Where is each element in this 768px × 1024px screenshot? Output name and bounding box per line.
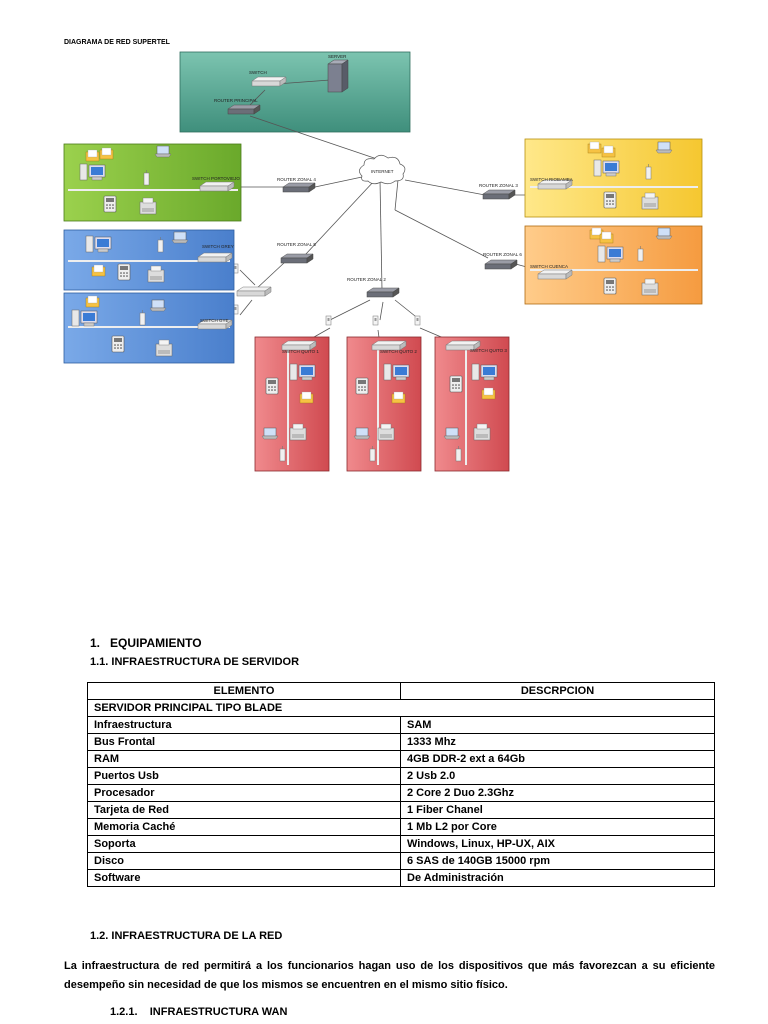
router-zonal-5-label: ROUTER ZONAL 5 bbox=[277, 242, 316, 247]
section-heading-infra-red: 1.2. INFRAESTRUCTURA DE LA RED bbox=[90, 930, 283, 942]
table-cell-element: Soporta bbox=[87, 835, 401, 853]
switch-quito-1-label: SWITCH QUITO 1 bbox=[282, 349, 319, 354]
table-cell-element: Software bbox=[87, 869, 401, 887]
table-cell-element: Procesador bbox=[87, 784, 401, 802]
section-heading-infra-wan: 1.2.1. INFRAESTRUCTURA WAN bbox=[110, 1006, 288, 1018]
table-cell-description: 2 Core 2 Duo 2.3Ghz bbox=[400, 784, 715, 802]
table-cell-element: Puertos Usb bbox=[87, 767, 401, 785]
table-cell-description: 6 SAS de 140GB 15000 rpm bbox=[400, 852, 715, 870]
table-cell-description: 2 Usb 2.0 bbox=[400, 767, 715, 785]
zone-gye: SWITCH GYE bbox=[63, 292, 235, 364]
zone-quito-3: SWITCH QUITO 3 bbox=[434, 336, 510, 472]
table-cell-description: 1333 Mhz bbox=[400, 733, 715, 751]
router-zonal-6-label: ROUTER ZONAL 6 bbox=[483, 252, 522, 257]
switch-gye-label: SWITCH GYE bbox=[200, 318, 229, 323]
router-zonal-3-label: ROUTER ZONAL 3 bbox=[479, 183, 518, 188]
router-zonal-4-label: ROUTER ZONAL 4 bbox=[277, 177, 316, 182]
table-group-label: SERVIDOR PRINCIPAL TIPO BLADE bbox=[87, 699, 715, 717]
table-cell-element: Disco bbox=[87, 852, 401, 870]
server-spec-table: ELEMENTO DESCRPCION SERVIDOR PRINCIPAL T… bbox=[87, 682, 715, 887]
table-cell-description: 1 Mb L2 por Core bbox=[400, 818, 715, 836]
table-header-row: ELEMENTO DESCRPCION bbox=[87, 682, 715, 700]
zone-quito-1: SWITCH QUITO 1 bbox=[254, 336, 330, 472]
zone-quito-2: SWITCH QUITO 2 bbox=[346, 336, 422, 472]
server-icon bbox=[327, 59, 349, 93]
table-cell-description: 4GB DDR-2 ext a 64Gb bbox=[400, 750, 715, 768]
connection-lines bbox=[239, 115, 546, 346]
switch-quito-2-label: SWITCH QUITO 2 bbox=[380, 349, 417, 354]
router-principal-label: ROUTER PRINCIPAL bbox=[214, 98, 258, 103]
server-label: SERVER bbox=[328, 54, 347, 59]
table-header-elemento: ELEMENTO bbox=[87, 682, 401, 700]
table-group-row: SERVIDOR PRINCIPAL TIPO BLADE bbox=[87, 699, 715, 717]
zone-portoviejo: SWITCH PORTOVIEJO bbox=[63, 143, 242, 222]
zone-riobamba: SWITCH RIOBAMBA bbox=[524, 138, 703, 218]
table-cell-element: Tarjeta de Red bbox=[87, 801, 401, 819]
zone-cuenca: SWITCH CUENCA bbox=[524, 225, 703, 305]
table-cell-element: Memoria Caché bbox=[87, 818, 401, 836]
switch-label: SWITCH bbox=[249, 70, 267, 75]
switch-quito-3-label: SWITCH QUITO 3 bbox=[470, 348, 507, 353]
diagram-title: DIAGRAMA DE RED SUPERTEL bbox=[64, 39, 170, 46]
section-heading-infra-servidor: 1.1. INFRAESTRUCTURA DE SERVIDOR bbox=[90, 656, 300, 668]
switch-grey-label: SWITCH GREY bbox=[202, 244, 234, 249]
section-heading-equipamiento: 1. EQUIPAMIENTO bbox=[90, 636, 202, 650]
switch-cuenca-label: SWITCH CUENCA bbox=[530, 264, 568, 269]
table-cell-description: De Administración bbox=[400, 869, 715, 887]
switch-portoviejo-label: SWITCH PORTOVIEJO bbox=[192, 176, 240, 181]
internet-cloud-icon: INTERNET bbox=[359, 154, 406, 185]
body-paragraph: La infraestructura de red permitirá a lo… bbox=[64, 960, 715, 991]
network-diagram: SWITCH SERVER ROUTER PRINCIPAL INTERNET … bbox=[63, 51, 703, 472]
table-cell-element: Bus Frontal bbox=[87, 733, 401, 751]
zone-grey: SWITCH GREY bbox=[63, 229, 235, 291]
table-cell-description: Windows, Linux, HP-UX, AIX bbox=[400, 835, 715, 853]
switch-riobamba-label: SWITCH RIOBAMBA bbox=[530, 177, 573, 182]
table-cell-description: 1 Fiber Chanel bbox=[400, 801, 715, 819]
table-cell-element: Infraestructura bbox=[87, 716, 401, 734]
table-cell-element: RAM bbox=[87, 750, 401, 768]
router-zonal-2-label: ROUTER ZONAL 2 bbox=[347, 277, 386, 282]
internet-label: INTERNET bbox=[371, 169, 394, 174]
table-header-descripcion: DESCRPCION bbox=[400, 682, 715, 700]
server-zone: SWITCH SERVER ROUTER PRINCIPAL bbox=[179, 51, 411, 133]
table-cell-description: SAM bbox=[400, 716, 715, 734]
